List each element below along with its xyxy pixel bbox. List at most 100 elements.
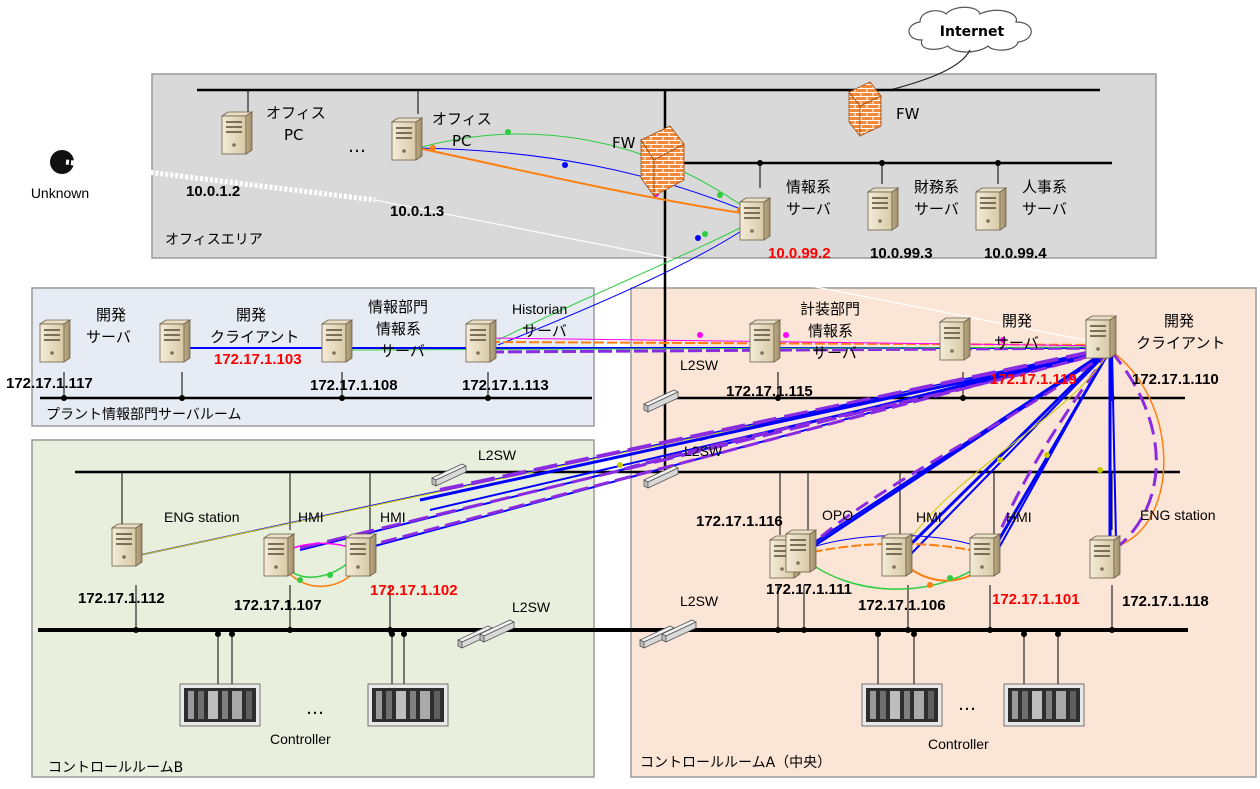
control-room-b-zone [31, 439, 595, 778]
unknown-host-icon [50, 150, 74, 174]
a-dev-client-label2: クライアント [1136, 334, 1225, 352]
plant-zone-label: プラント情報部門サーバルーム [46, 407, 241, 423]
a-dev-server-label1: 開発 [1002, 312, 1032, 330]
fw-inner-label: FW [612, 134, 636, 152]
firewall-icon-outer [848, 81, 882, 138]
info-dept-server-label3: サーバ [380, 342, 425, 360]
info-server-ip: 10.0.99.2 [768, 245, 831, 262]
firewall-icon-inner [640, 125, 685, 198]
plant-server-room-zone [31, 287, 595, 427]
opo-ip1: 172.17.1.116 [696, 513, 783, 530]
historian-label1: Historian [512, 301, 567, 317]
b-hmi2-icon [345, 533, 377, 577]
l2sw-b-lower-label: L2SW [512, 599, 551, 615]
b-hmi2-label: HMI [380, 509, 406, 525]
a-hmi1-icon [881, 533, 913, 577]
a-dev-server-label2: サーバ [994, 334, 1039, 352]
a-hmi1-ip: 172.17.1.106 [858, 597, 946, 614]
a-eng-station-label: ENG station [1140, 507, 1215, 523]
hr-server-label2: サーバ [1022, 200, 1067, 218]
office-pc2-label1: オフィス [432, 110, 492, 128]
fw-outer-label: FW [896, 105, 920, 123]
a-dev-client-label1: 開発 [1164, 312, 1194, 330]
instr-server-ip: 172.17.1.115 [726, 383, 813, 400]
hr-server-icon [975, 187, 1007, 231]
a-hmi1-label: HMI [916, 509, 942, 525]
instr-server-label1: 計装部門 [800, 300, 860, 318]
info-server-icon [739, 197, 771, 241]
network-lines [38, 88, 1188, 684]
l2sw-a-upper-label: L2SW [684, 443, 723, 459]
b-eng-station-label: ENG station [164, 509, 239, 525]
unknown-link [65, 159, 376, 203]
b-hmi2-ip: 172.17.1.102 [370, 582, 458, 599]
finance-server-label1: 財務系 [914, 178, 959, 196]
b-controller1-icon [179, 683, 261, 727]
info-dept-server-icon [321, 319, 353, 363]
b-hmi1-icon [263, 533, 295, 577]
office-ellipsis: … [348, 136, 366, 157]
opo-label: OPO [822, 507, 853, 523]
info-server-label1: 情報系 [786, 178, 831, 196]
a-dev-server-icon [939, 317, 971, 361]
plant-dev-client-label2: クライアント [210, 328, 299, 346]
b-controller-label: Controller [270, 731, 331, 747]
plant-dev-server-label2: サーバ [86, 328, 131, 346]
historian-server-icon [465, 319, 497, 363]
hr-server-label1: 人事系 [1022, 178, 1067, 196]
plant-dev-client-icon [159, 319, 191, 363]
b-eng-station-ip: 172.17.1.112 [78, 590, 165, 607]
l2sw-a-lower-label: L2SW [680, 593, 719, 609]
a-dev-client-icon [1085, 315, 1117, 359]
b-controller-ellipsis: … [306, 698, 324, 719]
a-controller2-icon [1003, 683, 1085, 727]
office-pc1-icon [221, 111, 253, 155]
plant-dev-server-icon [39, 319, 71, 363]
instr-server-icon [749, 319, 781, 363]
l2sw-plant-label: L2SW [680, 357, 719, 373]
info-dept-server-label2: 情報系 [376, 320, 421, 338]
historian-ip: 172.17.1.113 [462, 377, 549, 394]
internet-label: Internet [940, 24, 1005, 40]
b-eng-station-icon [111, 523, 143, 567]
a-hmi2-ip: 172.17.1.101 [992, 591, 1080, 608]
control-a-zone-label: コントロールルームA（中央） [640, 755, 831, 771]
office-zone-label: オフィスエリア [165, 232, 263, 248]
info-dept-server-label1: 情報部門 [368, 298, 428, 316]
internet-cloud: Internet [908, 6, 1032, 53]
l2sw-b-upper-label: L2SW [478, 447, 517, 463]
plant-dev-client-label1: 開発 [236, 306, 266, 324]
a-eng-station-icon [1089, 535, 1121, 579]
finance-server-label2: サーバ [914, 200, 959, 218]
a-dev-client-ip: 172.17.1.110 [1132, 371, 1219, 388]
junction-dots [61, 160, 1115, 637]
historian-label2: サーバ [522, 322, 567, 340]
instr-server-label3: サーバ [812, 344, 857, 362]
a-controller-ellipsis: … [958, 694, 976, 715]
hr-server-ip: 10.0.99.4 [984, 245, 1047, 262]
a-hmi2-icon [969, 533, 1001, 577]
a-eng-station-ip: 172.17.1.118 [1122, 593, 1209, 610]
control-b-zone-label: コントロールルームB [48, 760, 183, 776]
unknown-long-link [374, 199, 1111, 346]
plant-dev-server-ip: 172.17.1.117 [6, 375, 93, 392]
b-hmi1-ip: 172.17.1.107 [234, 597, 322, 614]
internet-link [889, 49, 971, 91]
control-room-a-zone [630, 287, 1257, 778]
unknown-label: Unknown [31, 185, 89, 201]
instr-server-label2: 情報系 [808, 322, 853, 340]
b-controller2-icon [367, 683, 449, 727]
opo-icon-2 [785, 529, 817, 573]
office-pc2-icon [391, 117, 423, 161]
plant-dev-server-label1: 開発 [96, 306, 126, 324]
office-pc1-label2: PC [284, 126, 304, 144]
b-hmi1-label: HMI [298, 509, 324, 525]
office-pc1-ip: 10.0.1.2 [186, 183, 240, 200]
office-pc2-label2: PC [452, 132, 472, 150]
finance-server-icon [867, 187, 899, 231]
finance-server-ip: 10.0.99.3 [870, 245, 933, 262]
plant-dev-client-ip: 172.17.1.103 [214, 351, 302, 368]
info-dept-server-ip: 172.17.1.108 [310, 377, 398, 394]
